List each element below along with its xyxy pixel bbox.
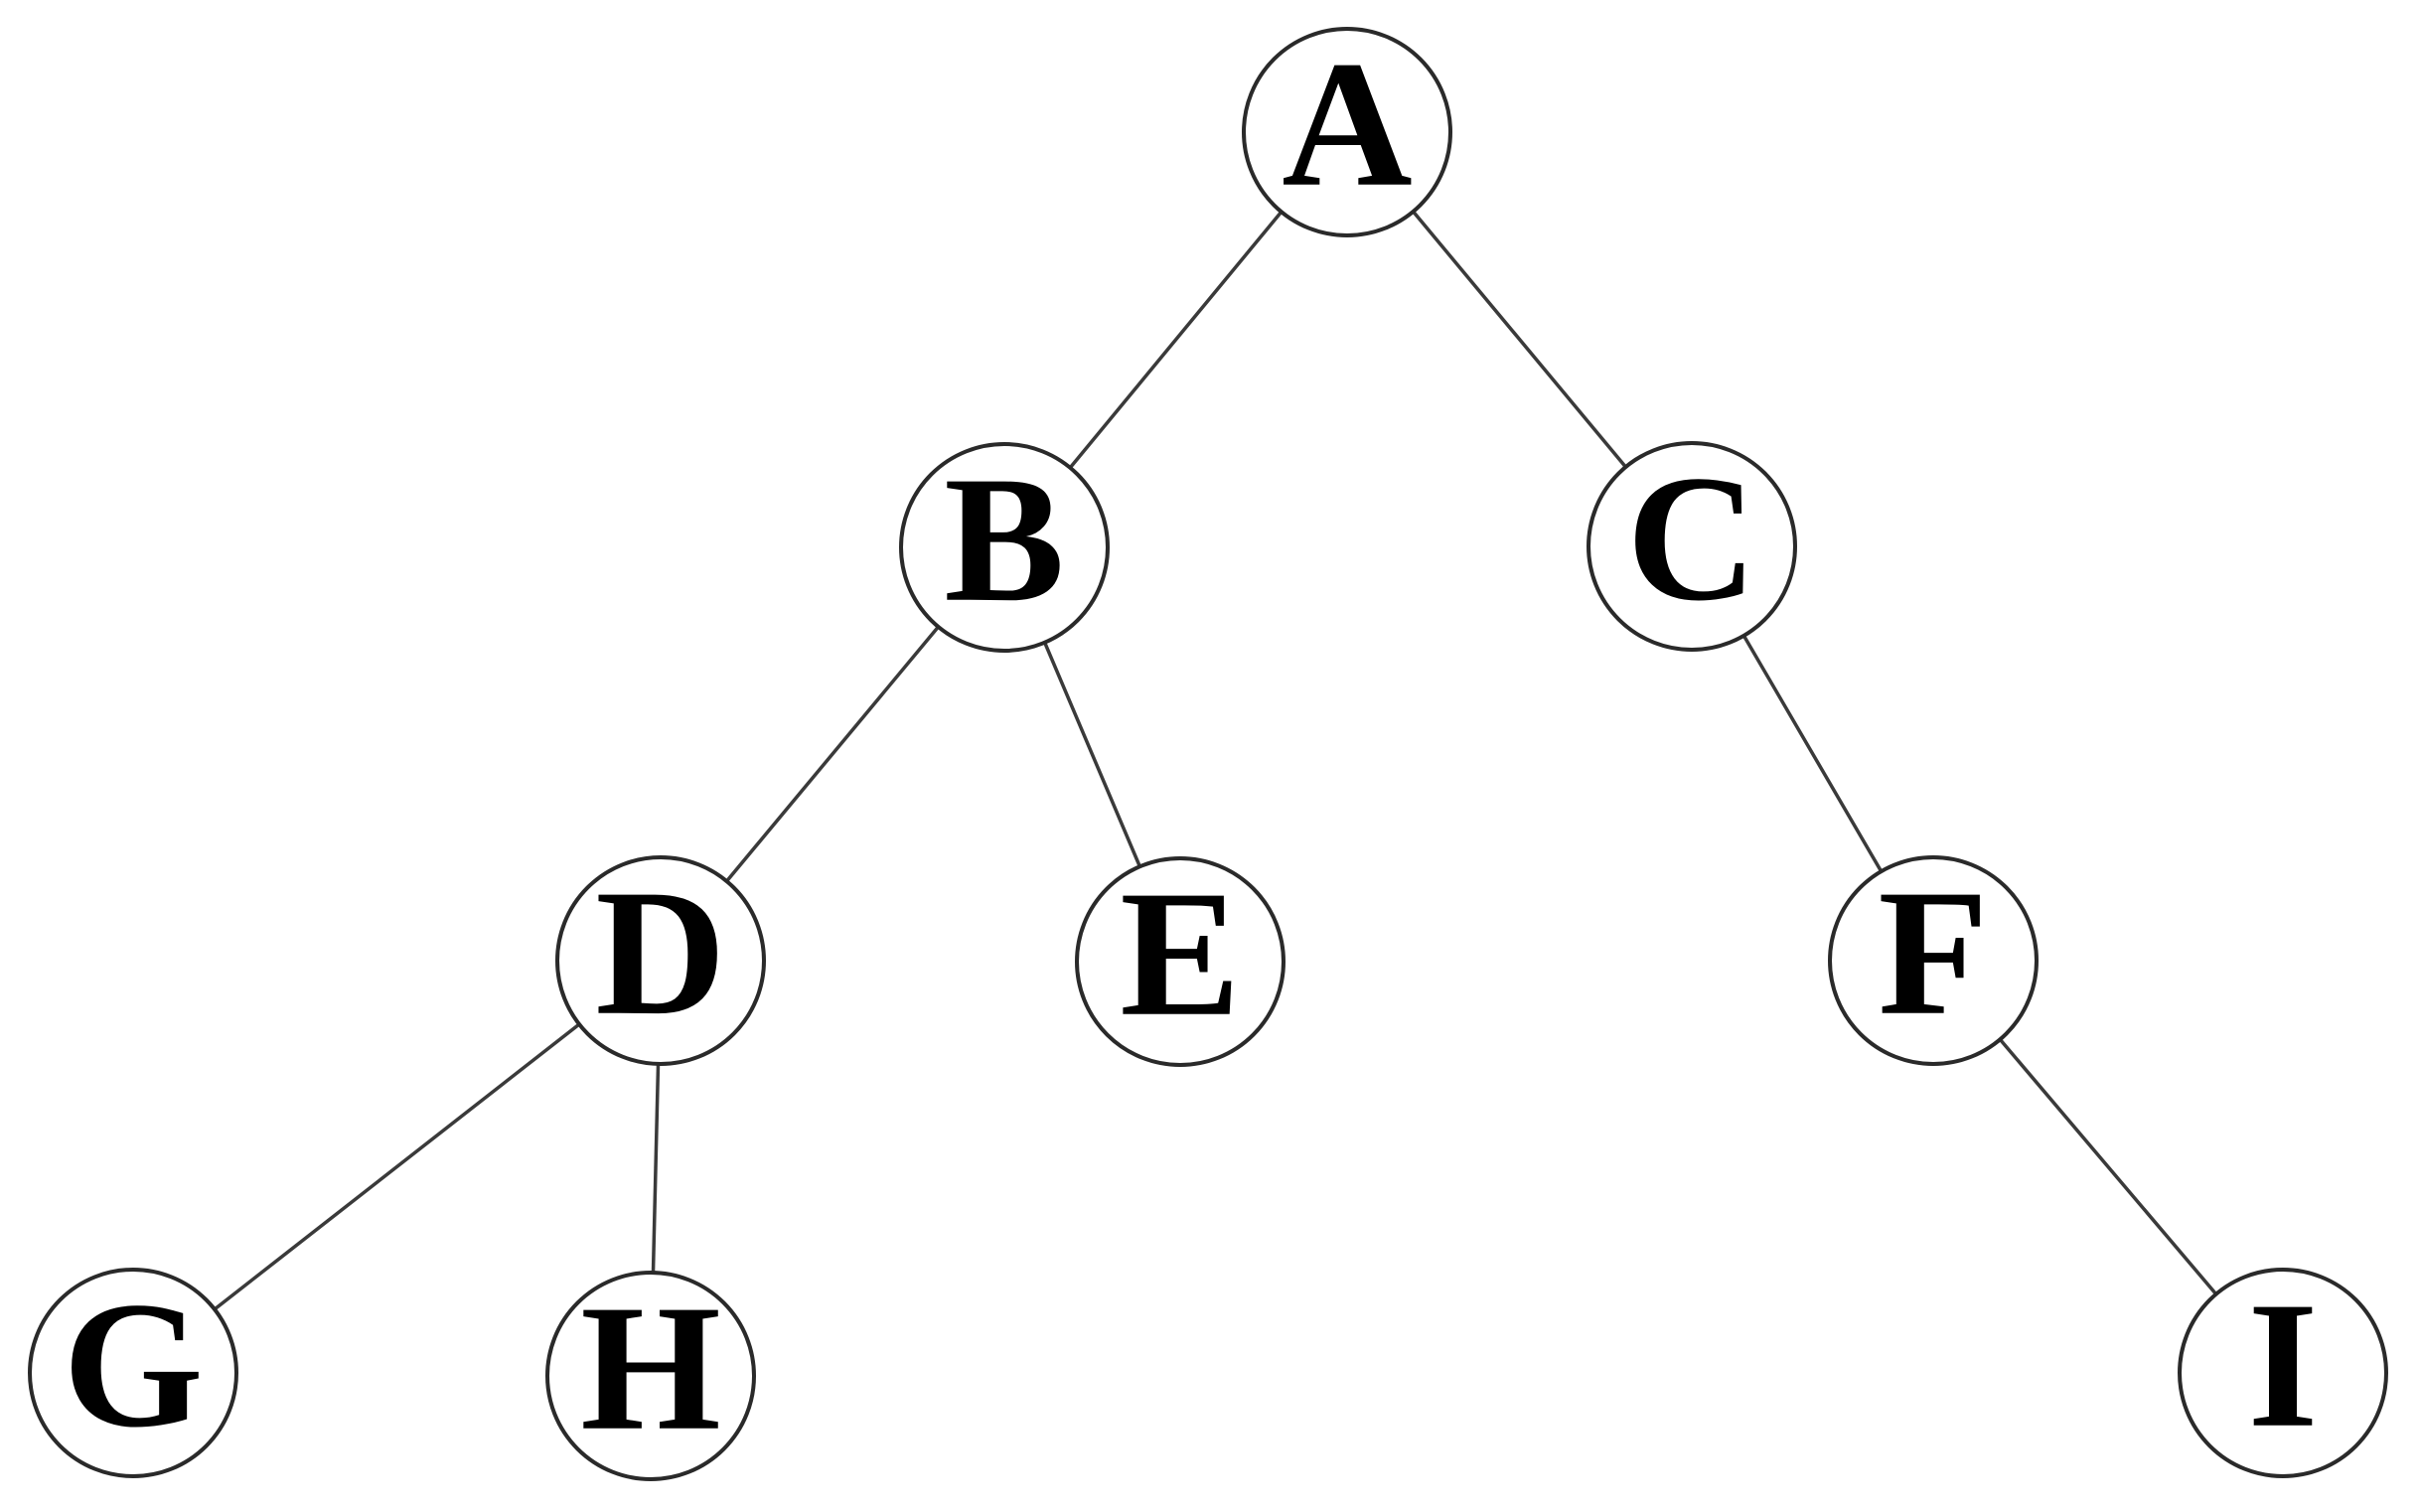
- tree-node-H: H: [545, 1269, 756, 1481]
- node-circle-D: [555, 855, 766, 1066]
- tree-edges-layer: [131, 130, 2285, 1377]
- tree-node-I: I: [2178, 1266, 2388, 1478]
- tree-node-F: F: [1828, 853, 2039, 1066]
- node-label-C: C: [1626, 439, 1756, 639]
- node-circle-E: [1075, 856, 1286, 1067]
- node-label-G: G: [63, 1266, 204, 1465]
- node-circle-F: [1828, 855, 2039, 1066]
- node-circle-A: [1242, 27, 1452, 237]
- node-circle-B: [899, 442, 1110, 653]
- node-circle-I: [2178, 1268, 2388, 1478]
- tree-node-D: D: [555, 853, 766, 1066]
- node-label-B: B: [944, 440, 1064, 640]
- node-label-A: A: [1282, 25, 1412, 225]
- node-label-I: I: [2248, 1266, 2319, 1465]
- node-label-H: H: [580, 1269, 721, 1468]
- tree-nodes-layer: A B C D E F G H I: [28, 25, 2388, 1481]
- tree-node-G: G: [28, 1266, 238, 1478]
- tree-node-C: C: [1587, 439, 1797, 652]
- tree-edge-D-G: [131, 959, 663, 1375]
- node-label-F: F: [1878, 853, 1988, 1053]
- node-label-E: E: [1120, 854, 1240, 1054]
- node-label-D: D: [595, 853, 725, 1053]
- node-circle-H: [545, 1271, 756, 1481]
- tree-node-A: A: [1242, 25, 1452, 237]
- node-circle-G: [28, 1268, 238, 1478]
- tree-node-B: B: [899, 440, 1110, 653]
- tree-node-E: E: [1075, 854, 1286, 1067]
- node-circle-C: [1587, 441, 1797, 652]
